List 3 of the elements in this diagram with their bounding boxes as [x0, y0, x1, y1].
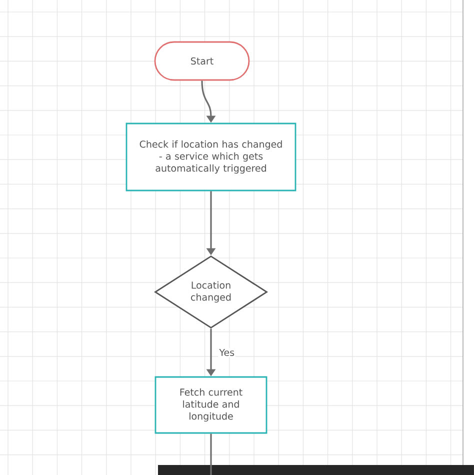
process-box: Check if location has changed - a service which gets automatically triggered	[126, 122, 296, 192]
process-box: Fetch current latitude and longitude	[154, 376, 268, 434]
start-terminal: Start	[154, 41, 250, 81]
